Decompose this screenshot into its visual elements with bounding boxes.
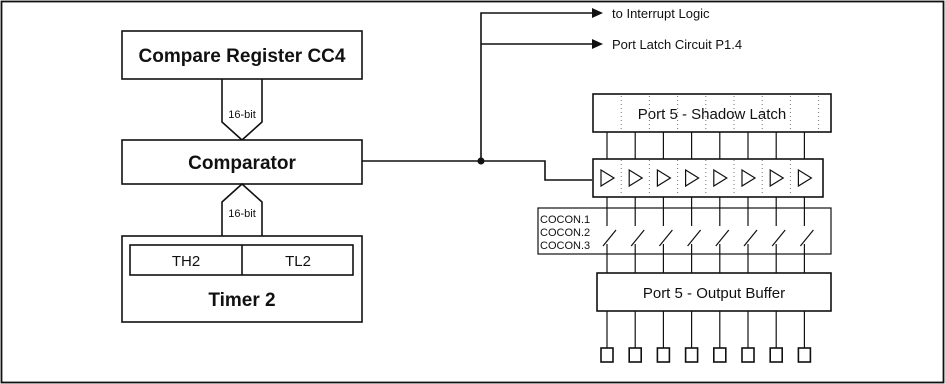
cocon-switch (715, 229, 730, 247)
upper-bus-label: 16-bit (228, 109, 256, 121)
driver-triangle (656, 168, 672, 188)
port-latch-arrowhead (592, 39, 603, 49)
cocon-switch (799, 229, 814, 247)
output-pins (600, 347, 812, 363)
compare-register-label: Compare Register CC4 (139, 46, 346, 67)
cocon-switch (658, 229, 673, 247)
interrupt-label: to Interrupt Logic (612, 6, 710, 21)
comparator-output-line (362, 160, 592, 181)
port-latch-label: Port Latch Circuit P1.4 (612, 37, 742, 52)
driver-cells (600, 96, 820, 196)
compare-register-box (121, 30, 363, 80)
driver-triangle (741, 168, 757, 188)
output-pin (769, 347, 784, 363)
switch-group (602, 229, 814, 247)
output-pin (684, 347, 699, 363)
cocon2-label: COCON.2 (540, 227, 590, 239)
output-pin (712, 347, 727, 363)
lower-bus-label: 16-bit (228, 208, 256, 220)
cocon3-label: COCON.3 (540, 240, 590, 252)
driver-triangle (797, 168, 813, 188)
cocon-switch-box (537, 207, 832, 255)
driver-triangle (769, 168, 785, 188)
cocon-switch (602, 229, 617, 247)
interrupt-line (480, 12, 592, 161)
output-pin (656, 347, 671, 363)
output-pin (628, 347, 643, 363)
driver-triangle (600, 168, 616, 188)
tl2-label: TL2 (285, 253, 311, 270)
cocon-switch (630, 229, 645, 247)
output-buffer-box (596, 272, 832, 312)
driver-triangle (713, 168, 728, 188)
output-pin (797, 347, 812, 363)
output-pin (600, 347, 614, 363)
th2-label: TH2 (172, 253, 200, 270)
comparator-box (121, 139, 363, 185)
driver-triangle (685, 168, 700, 188)
shadow-latch-label: Port 5 - Shadow Latch (638, 106, 786, 123)
comparator-label: Comparator (188, 153, 296, 174)
lower-bus-arrow (221, 182, 263, 236)
cocon1-label: COCON.1 (540, 214, 590, 226)
cocon-switch (771, 229, 786, 247)
shadow-latch-box (592, 93, 832, 133)
cocon-switch (743, 229, 758, 247)
driver-row-box (592, 158, 824, 198)
driver-triangle (628, 168, 644, 188)
cocon-switch (687, 229, 702, 247)
timer2-label: Timer 2 (208, 290, 275, 311)
bit-wires (606, 132, 806, 348)
output-pin (741, 347, 755, 363)
output-buffer-label: Port 5 - Output Buffer (643, 285, 785, 302)
interrupt-arrowhead (592, 8, 603, 18)
